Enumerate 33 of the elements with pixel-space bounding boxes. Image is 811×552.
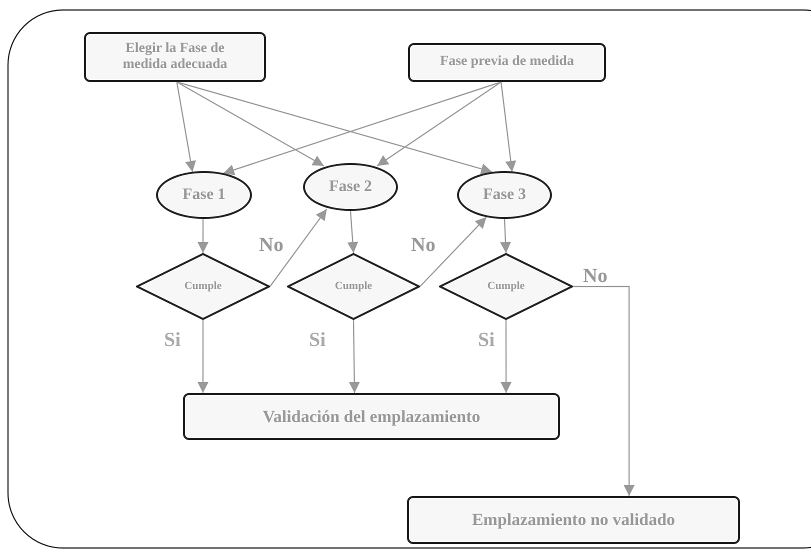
process-box [84, 32, 266, 82]
arrow [376, 82, 502, 166]
node-label: Emplazamiento no validado [470, 510, 676, 530]
node-label: Validación del emplazamiento [262, 406, 482, 426]
arrow [198, 219, 209, 253]
arrow [348, 320, 360, 393]
arrow [347, 210, 358, 254]
arrow [420, 216, 487, 287]
edge-label: No [582, 266, 608, 286]
decision-diamond [136, 253, 270, 320]
node-label: Fase 3 [482, 186, 528, 204]
arrow [176, 81, 492, 174]
arrow [500, 320, 512, 393]
decision-diamond [287, 253, 420, 320]
node-label: Cumple [334, 280, 374, 293]
process-box [183, 393, 560, 440]
node-label: Cumple [183, 280, 223, 293]
arrow [500, 218, 511, 254]
node-label: Fase 2 [328, 178, 374, 196]
node-label: Elegir la Fase de medida adecuada [122, 40, 228, 74]
arrow [500, 82, 516, 172]
arrow [176, 82, 196, 172]
decision-diamond [439, 253, 573, 320]
arrow [176, 81, 324, 166]
arrow [270, 208, 328, 287]
process-box [407, 496, 740, 544]
arrow [573, 286, 635, 496]
arrow [197, 320, 208, 393]
arrow [223, 81, 502, 176]
node-label: Cumple [486, 280, 526, 293]
process-box [408, 43, 606, 82]
node-label: Fase 1 [181, 186, 227, 204]
node-label: Fase previa de medida [439, 54, 575, 71]
